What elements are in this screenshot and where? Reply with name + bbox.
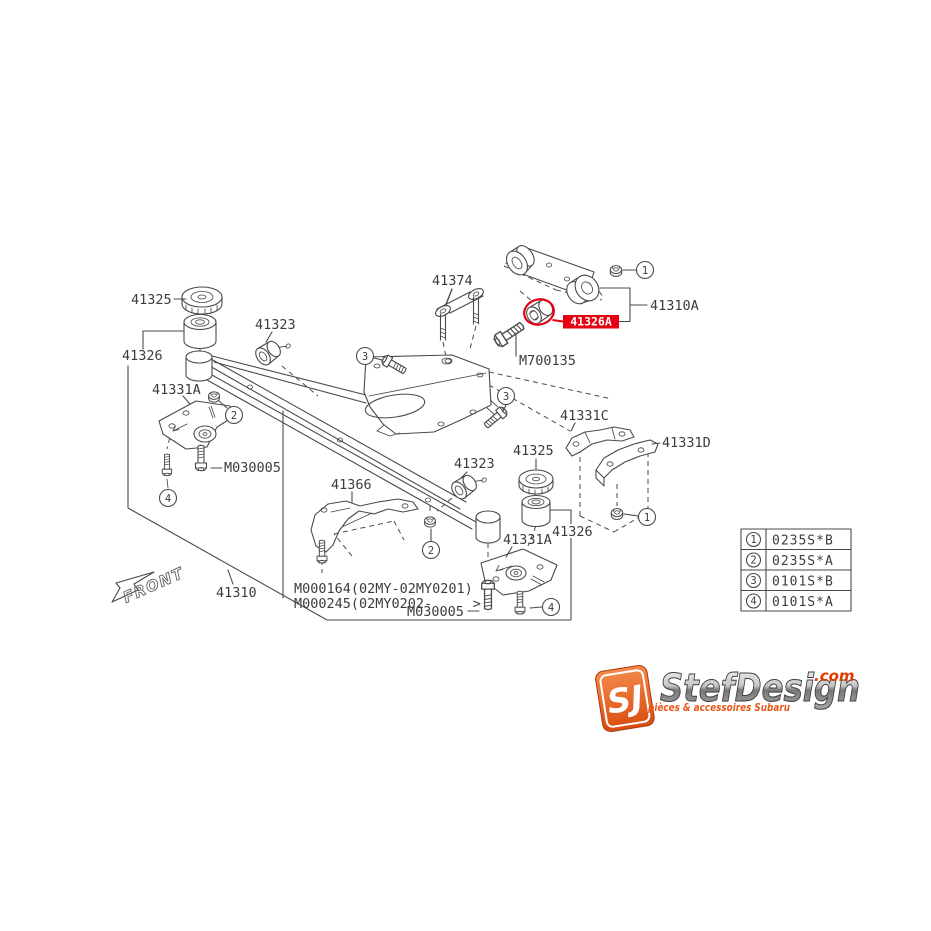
logo-wordmark: StefDesign [660, 666, 860, 710]
callout-4-mid: 4 [541, 597, 561, 617]
callout-4-left: 4 [158, 488, 178, 508]
label-41323-top: 41323 [255, 317, 296, 333]
callout-3-right: 3 [496, 386, 516, 412]
label-41325-top: 41325 [131, 292, 172, 308]
label-41331a-top: 41331A [152, 382, 201, 398]
svg-text:2: 2 [428, 545, 434, 557]
label-41326-top: 41326 [122, 348, 163, 364]
bolt-m030005-top [194, 444, 208, 472]
bolt-m700135 [491, 318, 528, 350]
leader-bolt4-top [166, 478, 169, 489]
front-arrow: FRONT [111, 563, 188, 607]
label-41326a[interactable]: 41326A [570, 315, 612, 329]
legend-code-3: 0101S*B [772, 575, 834, 590]
crossmember-beam [199, 355, 499, 530]
bolt-3-right [481, 404, 510, 431]
label-41331d: 41331D [662, 435, 711, 451]
legend-code-4: 0101S*A [772, 595, 834, 610]
crossmember-cover-plate [363, 354, 492, 437]
leader-callout1-bottom [623, 513, 639, 517]
bushing-41326-top [183, 313, 217, 350]
svg-text:1: 1 [750, 534, 756, 546]
label-41374: 41374 [432, 273, 473, 289]
cushion-41325-mid [518, 469, 554, 496]
svg-text:2: 2 [750, 555, 756, 567]
svg-text:4: 4 [165, 493, 171, 505]
label-41310: 41310 [216, 585, 257, 601]
label-m030005-bottom: M030005 [407, 604, 464, 620]
label-41366: 41366 [331, 477, 372, 493]
highlight-label-box[interactable] [563, 315, 619, 329]
nut-mid [424, 516, 436, 528]
svg-text:1: 1 [642, 265, 648, 277]
label-41331a-mid: 41331A [503, 532, 552, 548]
label-41310a: 41310A [650, 298, 699, 314]
label-41331c: 41331C [560, 408, 609, 424]
nut-mount-top [609, 265, 623, 277]
bushing-41326-mid [521, 494, 551, 528]
label-m030005-top: M030005 [224, 460, 281, 476]
logo-tagline: pièces & accessoires Subaru [647, 701, 790, 714]
bracket-41331a-top [158, 400, 234, 450]
svg-text:2: 2 [231, 410, 237, 422]
legend-row-2: 2 0235S*A [745, 552, 834, 569]
callout-3-left: 3 [355, 346, 383, 366]
leader-callout4-mid [529, 606, 543, 609]
svg-text:3: 3 [362, 351, 368, 363]
part-labels: 41325 41323 41326 41331A M030005 41374 4… [122, 273, 711, 620]
bushing-41326a [526, 299, 554, 325]
legend-table: 1 0235S*B 2 0235S*A 3 0101S*B 4 0101S*A [740, 528, 852, 612]
svg-text:4: 4 [548, 602, 554, 614]
diff-mount-41310a [505, 245, 600, 305]
legend-row-1: 1 0235S*B [745, 531, 834, 549]
svg-text:3: 3 [750, 575, 756, 587]
bolt-small-mid [514, 590, 526, 615]
bushing-41323-top [252, 331, 293, 369]
legend-row-4: 4 0101S*A [745, 593, 834, 610]
crossmember-outline-frame [127, 365, 572, 621]
bolt-small-top-left [161, 453, 173, 477]
legend-code-1: 0235S*B [772, 534, 834, 549]
bracket-41366 [310, 498, 419, 557]
nut-41331a-top [208, 391, 220, 403]
label-41326-mid: 41326 [552, 524, 593, 540]
label-m000164: M000164(02MY-02MY0201) [294, 581, 473, 597]
callout-2-left: 2 [218, 400, 244, 425]
nut-41331d [610, 508, 624, 520]
bracket-41331d [595, 439, 659, 487]
legend-row-3: 3 0101S*B [745, 572, 834, 590]
logo-tld: .com [814, 667, 855, 685]
logo[interactable]: SJ StefDesign .com pièces & accessoires … [594, 664, 861, 733]
logo-monogram: SJ [604, 677, 646, 721]
front-label: FRONT [120, 564, 187, 607]
stay-41374 [435, 288, 484, 341]
label-41325-mid: 41325 [513, 443, 554, 459]
label-m000245: M000245(02MY0202- > [294, 596, 481, 612]
beam-right-boss [475, 510, 501, 544]
beam-left-boss [185, 350, 213, 382]
callout-1-mount: 1 [635, 260, 655, 280]
svg-text:3: 3 [503, 391, 509, 403]
logo-monogram-badge: SJ [595, 664, 655, 733]
label-41323-mid: 41323 [454, 456, 495, 472]
callout-2-mid: 2 [421, 528, 441, 560]
bracket-41331c [565, 426, 635, 457]
bolt-m030005-bottom [481, 579, 495, 611]
bracket-41331a-mid [480, 548, 558, 596]
callout-1-bracket-d: 1 [637, 507, 657, 527]
bracket-lines-41310a [599, 287, 648, 323]
svg-text:1: 1 [644, 512, 650, 524]
legend-code-2: 0235S*A [772, 554, 834, 569]
highlight-41326a[interactable]: 41326A [521, 296, 619, 329]
svg-text:4: 4 [750, 596, 756, 608]
label-m700135: M700135 [519, 353, 576, 369]
label-leaders [142, 288, 661, 558]
cushion-41325-top [181, 286, 223, 315]
